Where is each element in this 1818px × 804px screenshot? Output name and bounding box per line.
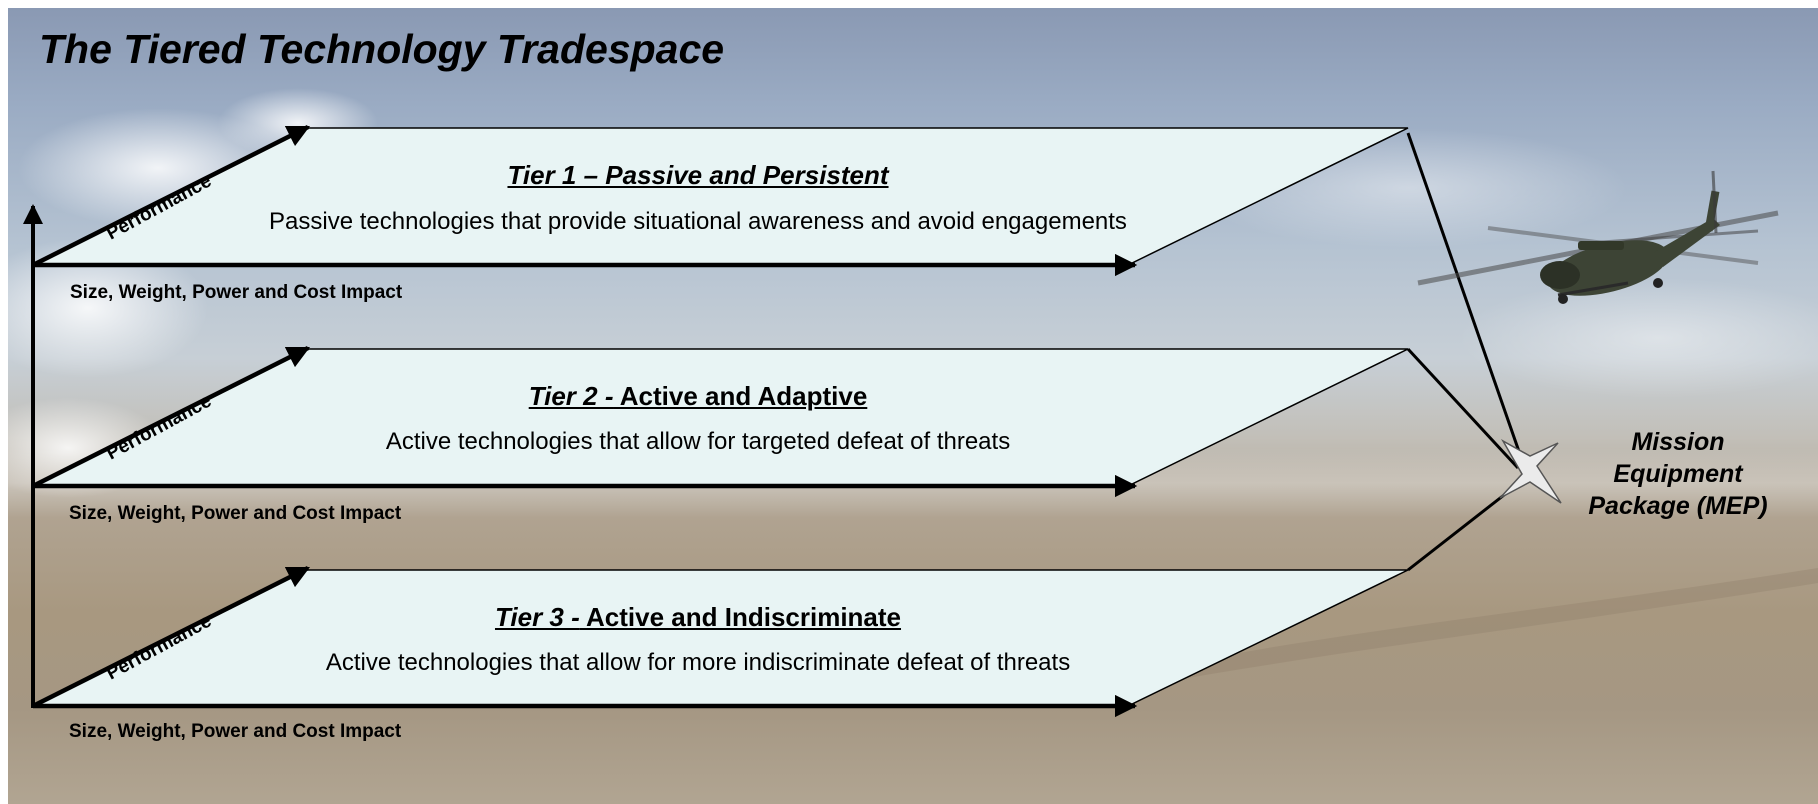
tier-2-impact-label: Size, Weight, Power and Cost Impact [69, 503, 402, 524]
slide-title: The Tiered Technology Tradespace [39, 26, 725, 72]
tier-2-label-prefix: Tier 2 - [528, 381, 614, 411]
tier-3-performance-arrow [31, 565, 311, 709]
tier-1-impact-label: Size, Weight, Power and Cost Impact [70, 282, 403, 303]
tier-2-label-suffix: Active and Adaptive [613, 381, 868, 411]
tradespace-diagram [8, 88, 1818, 718]
tier-1-label-prefix: Tier 1 – Passive and Persistent [507, 160, 889, 190]
mep-connector-lines [1406, 132, 1525, 572]
mep-label-line-1: Mission [1631, 428, 1725, 456]
tier-1-plane [31, 124, 1409, 277]
tier-3-description: Active technologies that allow for more … [325, 649, 1071, 676]
tier-2-title: Tier 2 - Active and Adaptive [248, 381, 1148, 412]
tier-3-label-suffix: Active and Indiscriminate [579, 602, 902, 632]
tier-2-description: Active technologies that allow for targe… [385, 428, 1011, 455]
tier-1-performance-arrow [31, 124, 311, 268]
tier-3-impact-label: Size, Weight, Power and Cost Impact [69, 721, 402, 742]
ground-track [1158, 568, 1818, 683]
mep-label: Mission Equipment Package (MEP) [1568, 426, 1788, 522]
tier-1-description: Passive technologies that provide situat… [269, 208, 1127, 235]
tier-2-performance-arrow [31, 345, 311, 489]
tier-3-plane [31, 565, 1409, 718]
tier-1-title: Tier 1 – Passive and Persistent [248, 160, 1148, 191]
tier-3-title: Tier 3 - Active and Indiscriminate [248, 602, 1148, 633]
helicopter-image [1417, 170, 1779, 304]
tier-3-label-prefix: Tier 3 - [494, 602, 580, 632]
mep-star-icon [1499, 439, 1562, 504]
slide-canvas: The Tiered Technology Tradespace Tier 1 … [8, 8, 1818, 804]
mep-label-line-3: Package (MEP) [1588, 492, 1768, 520]
mep-label-line-2: Equipment [1613, 460, 1743, 488]
